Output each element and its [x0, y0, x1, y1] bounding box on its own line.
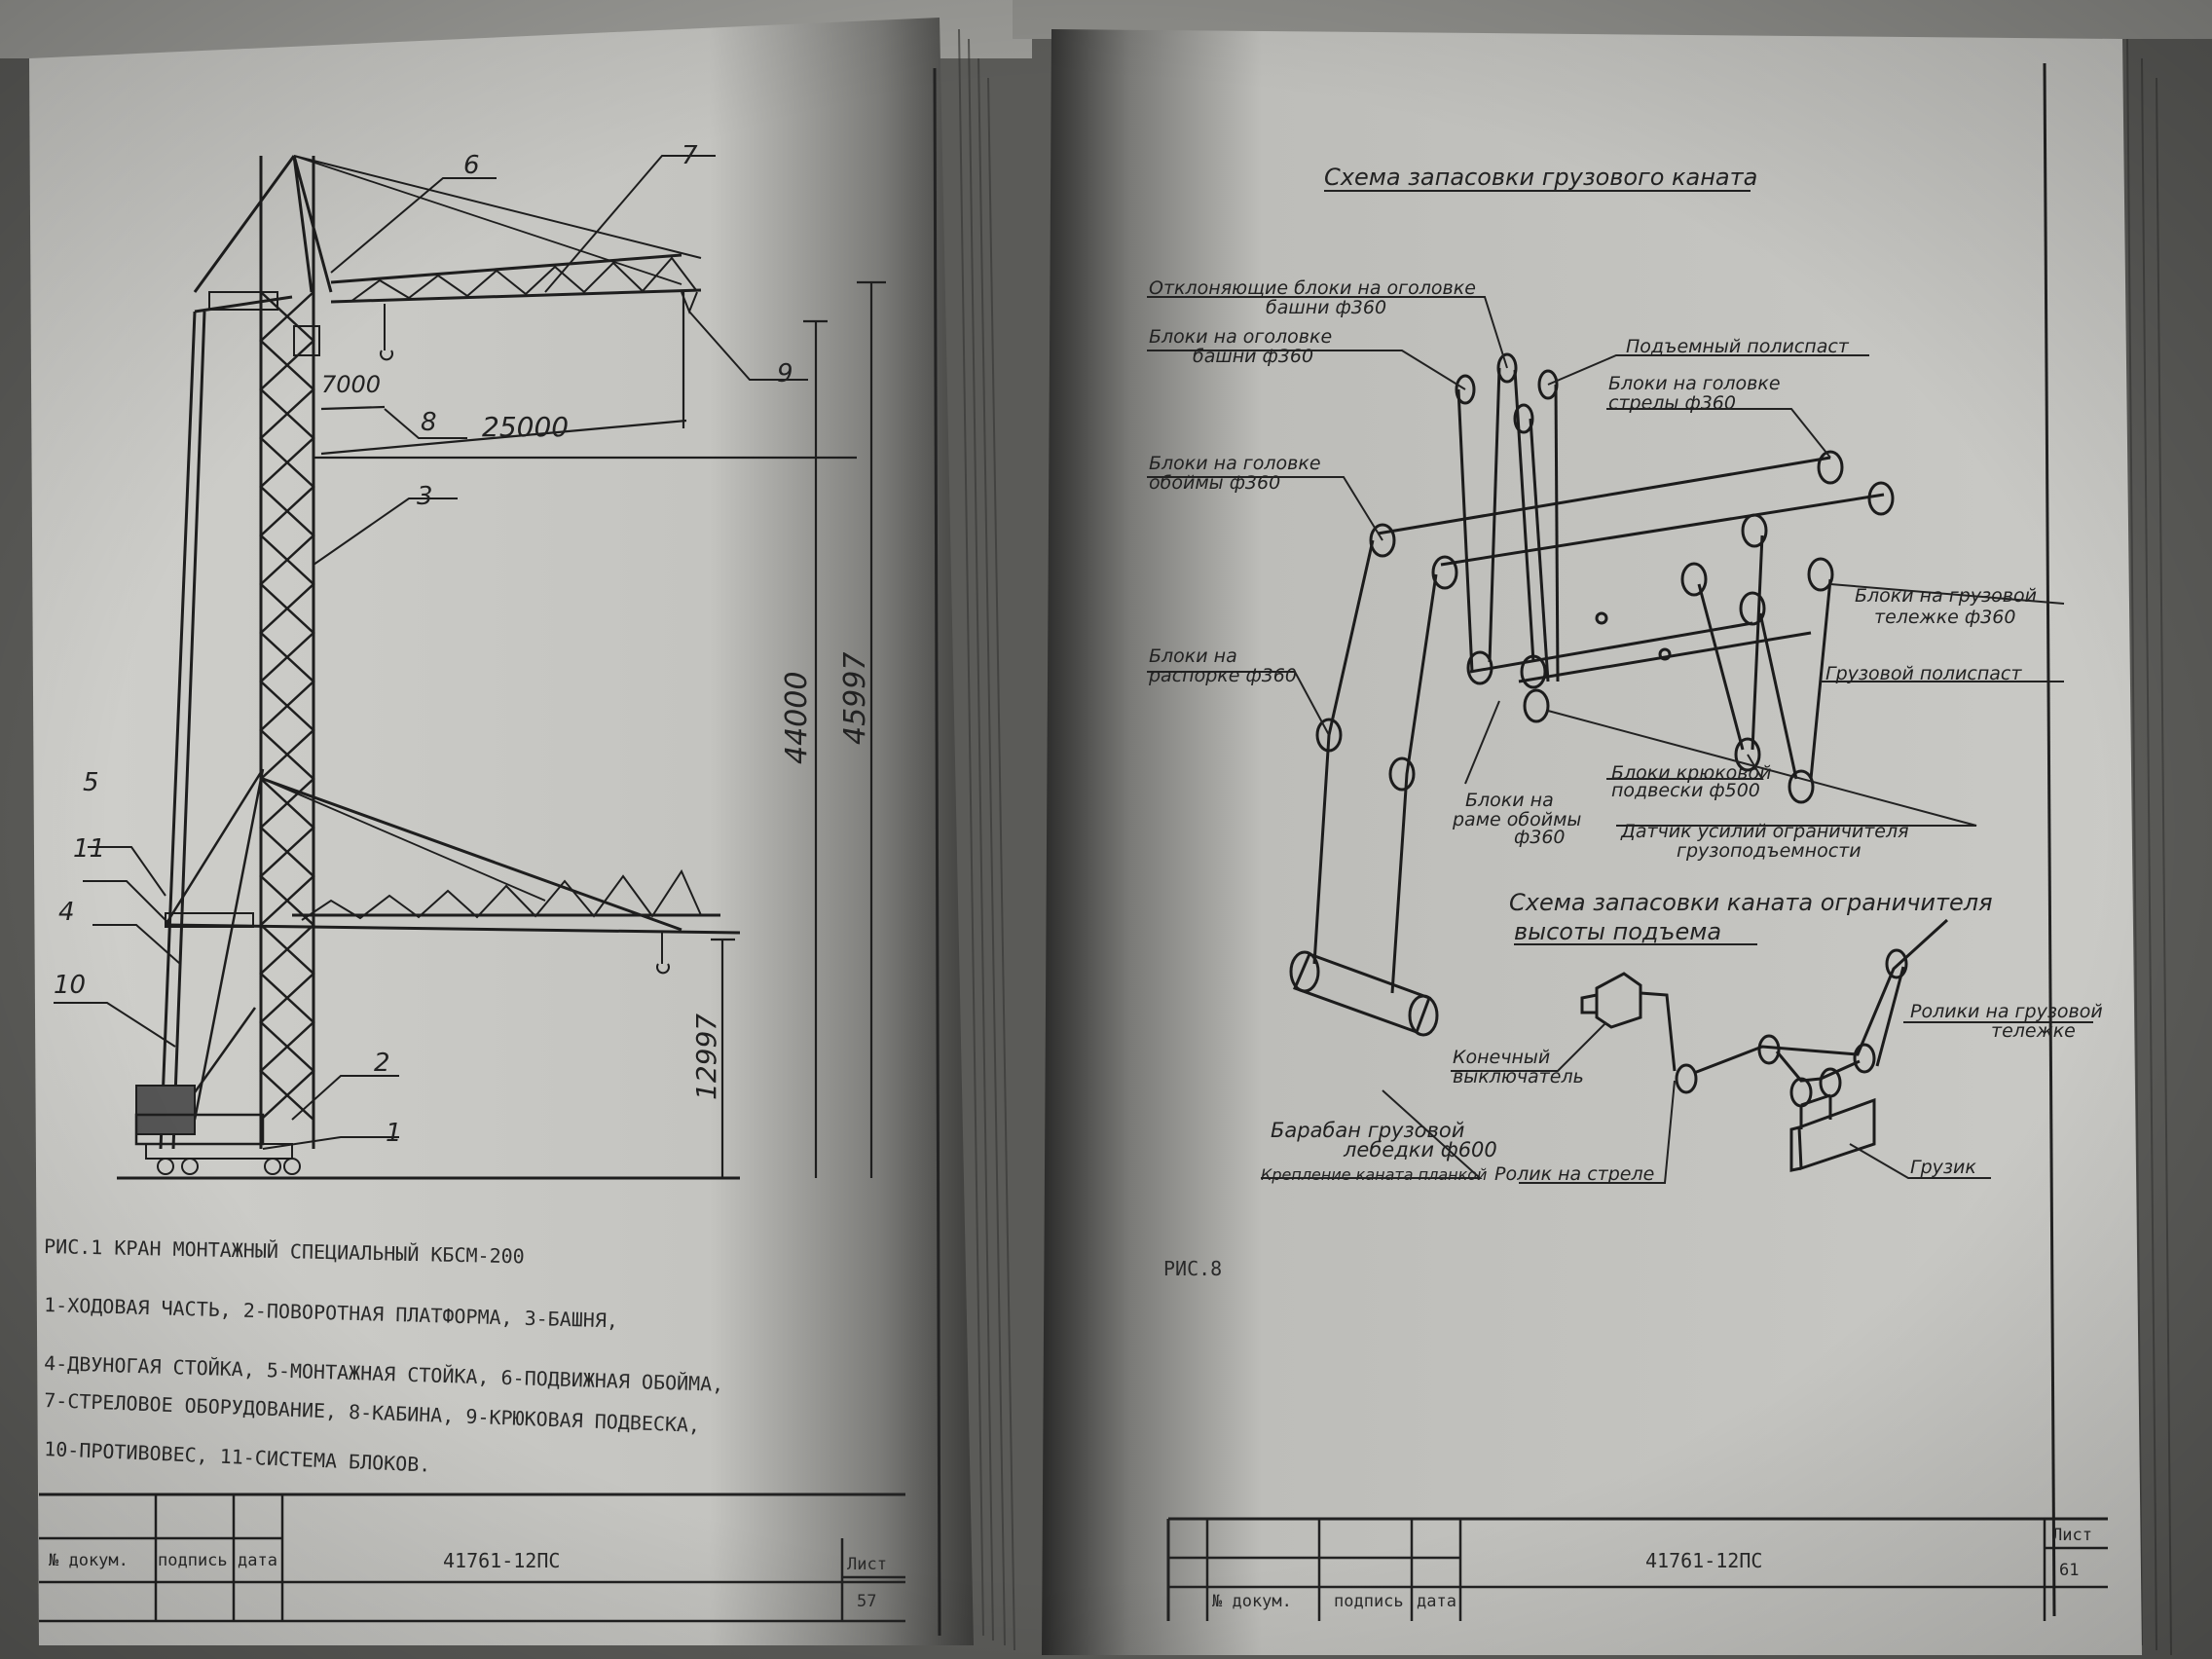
label-telezhka: Блоки на грузовой: [1855, 585, 2037, 607]
callout-5: 5: [83, 768, 99, 797]
callout-11: 11: [73, 834, 105, 864]
dim-7000: 7000: [321, 371, 381, 398]
callout-3: 3: [417, 482, 433, 511]
dim-44000: 44000: [780, 672, 814, 764]
scheme-title-second-2: высоты подъема: [1514, 918, 1721, 945]
callout-8: 8: [421, 408, 437, 437]
right-caption: РИС.8: [1163, 1257, 1222, 1280]
callout-7: 7: [682, 141, 698, 170]
callout-2: 2: [374, 1049, 390, 1078]
left-stamp-date: дата: [238, 1551, 277, 1570]
left-stamp-sign: подпись: [158, 1551, 228, 1570]
right-stamp-code: 41761-12ПС: [1645, 1549, 1762, 1572]
label-obojma-2: обоймы ф360: [1149, 472, 1280, 494]
label-otkl-2: башни ф360: [1266, 297, 1386, 318]
label-konech: Конечный: [1453, 1047, 1550, 1068]
label-otkl: Отклоняющие блоки на оголовке: [1149, 277, 1476, 299]
callout-6: 6: [463, 151, 480, 180]
label-rolik-strela: Ролик на стреле: [1494, 1163, 1654, 1185]
label-polisp-lift: Подъемный полиспаст: [1626, 336, 1850, 357]
label-datchik-2: грузоподъемности: [1677, 840, 1862, 862]
callout-9: 9: [777, 359, 793, 388]
callout-4: 4: [58, 898, 75, 927]
label-baraban-2: лебедки ф600: [1343, 1138, 1497, 1161]
right-page: [1042, 29, 2142, 1655]
callout-10: 10: [54, 971, 86, 1000]
right-stamp-date: дата: [1417, 1592, 1456, 1611]
left-stamp-sheet-no: 57: [857, 1592, 876, 1611]
label-kreplenie: Крепление каната планкой: [1261, 1165, 1487, 1184]
label-rasporka-2: распорке ф360: [1148, 665, 1297, 686]
label-ogol: Блоки на оголовке: [1149, 326, 1332, 348]
label-golov-strely: Блоки на головке: [1608, 373, 1781, 394]
left-stamp-sheet-label: Лист: [847, 1555, 887, 1574]
label-datchik: Датчик усилий ограничителя: [1620, 821, 1909, 842]
dim-45997: 45997: [838, 652, 872, 745]
label-kruk-2: подвески ф500: [1611, 780, 1760, 801]
label-rama: Блоки на: [1465, 790, 1554, 811]
callout-1: 1: [386, 1119, 402, 1148]
left-stamp-code: 41761-12ПС: [443, 1549, 560, 1572]
right-stamp-sheet-no: 61: [2059, 1561, 2079, 1580]
label-gruz-polisp: Грузовой полиспаст: [1825, 663, 2022, 684]
label-gruzik: Грузик: [1910, 1157, 1976, 1178]
label-obojma: Блоки на головке: [1149, 453, 1321, 474]
right-stamp-sheet-label: Лист: [2052, 1526, 2092, 1545]
label-telezhka-2: тележке ф360: [1874, 607, 2015, 628]
label-roliki: Ролики на грузовой: [1910, 1001, 2103, 1022]
label-rama-3: ф360: [1514, 827, 1566, 848]
dim-12997: 12997: [690, 1014, 722, 1100]
label-golov-strely-2: стрелы ф360: [1608, 392, 1736, 414]
right-stamp-doc: № докум.: [1212, 1592, 1292, 1611]
right-stamp-sign: подпись: [1334, 1592, 1404, 1611]
label-rasporka: Блоки на: [1149, 645, 1237, 667]
dim-25000: 25000: [482, 411, 569, 443]
label-ogol-2: башни ф360: [1193, 346, 1313, 367]
left-stamp-doc: № докум.: [49, 1551, 129, 1570]
label-roliki-2: тележке: [1991, 1020, 2076, 1042]
label-konech-2: выключатель: [1453, 1066, 1584, 1088]
scheme-title-second-1: Схема запасовки каната ограничителя: [1509, 889, 1993, 916]
scheme-title-main: Схема запасовки грузового каната: [1324, 164, 1757, 191]
